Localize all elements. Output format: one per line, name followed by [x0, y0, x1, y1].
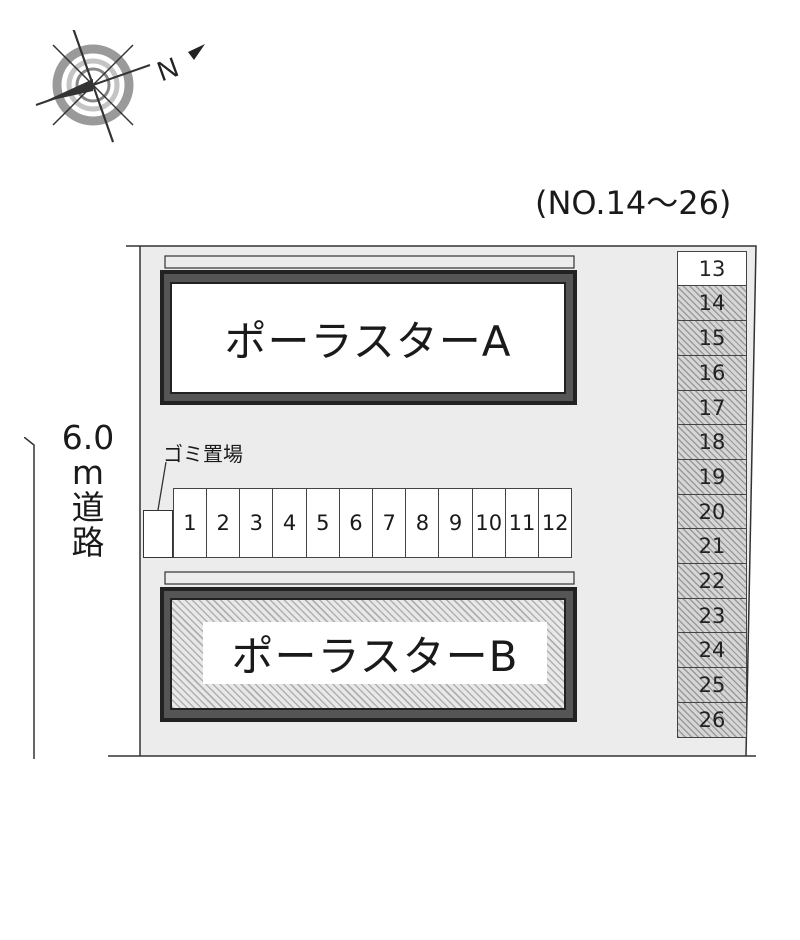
road-char-1: 道 — [71, 488, 105, 527]
parking-space-available: 18 — [677, 424, 747, 461]
trash-area-label: ゴミ置場 — [163, 442, 243, 466]
parking-range-label: (NO.14～26) — [535, 184, 732, 222]
road-edge-line — [24, 437, 35, 759]
parking-space: 11 — [504, 488, 540, 558]
parking-space: 1 — [172, 488, 208, 558]
parking-space: 2 — [205, 488, 241, 558]
parking-space: 10 — [471, 488, 507, 558]
parking-space: 3 — [239, 488, 274, 558]
road-char-2: 路 — [71, 523, 105, 562]
trash-area — [143, 510, 173, 558]
road-width: 6.0 — [61, 418, 115, 457]
parking-space-available: 26 — [677, 701, 747, 738]
parking-space: 6 — [338, 488, 374, 558]
parking-space-available: 24 — [677, 632, 747, 669]
parking-space-available: 21 — [677, 528, 747, 565]
parking-space: 4 — [272, 488, 307, 558]
parking-space: 7 — [371, 488, 407, 558]
building-b-name: ポーラスターB — [203, 622, 547, 684]
parking-space-available: 23 — [677, 597, 747, 634]
parking-space: 12 — [537, 488, 573, 558]
road-label: 6.0 m 道 路 — [58, 420, 118, 560]
parking-space: 13 — [677, 250, 747, 287]
compass-icon: N — [35, 30, 205, 143]
parking-space-available: 20 — [677, 493, 747, 530]
building-a — [170, 282, 566, 394]
parking-space-available: 17 — [677, 389, 747, 426]
road-unit: m — [71, 453, 105, 492]
parking-space: 8 — [405, 488, 440, 558]
parking-space: 5 — [305, 488, 341, 558]
parking-space-available: 15 — [677, 320, 747, 357]
compass-north-label: N — [153, 51, 183, 87]
parking-space-available: 19 — [677, 458, 747, 495]
building-a-name: ポーラスターA — [224, 316, 512, 366]
parking-space-available: 14 — [677, 285, 747, 322]
parking-space-available: 16 — [677, 354, 747, 391]
parking-space: 9 — [438, 488, 473, 558]
parking-space-available: 25 — [677, 667, 747, 704]
parking-space-available: 22 — [677, 563, 747, 600]
trash-leader-line — [157, 462, 167, 511]
